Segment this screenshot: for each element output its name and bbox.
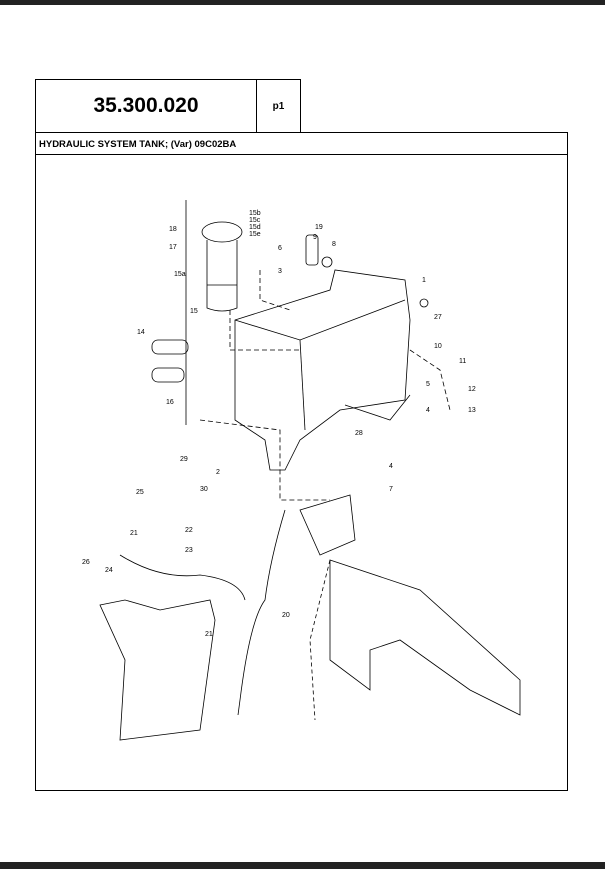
tank-edge: [299, 339, 306, 431]
callout-15d: 15d: [249, 224, 261, 231]
callout-4: 4: [426, 407, 430, 414]
callout-15a: 15a: [174, 271, 186, 278]
callout-11: 11: [459, 358, 466, 365]
hydraulic-tank: [234, 269, 411, 471]
leader-line: [309, 559, 331, 721]
bottom-border: [0, 862, 605, 869]
callout-12: 12: [468, 386, 476, 393]
callout-15c: 15c: [249, 217, 261, 224]
tank-edge: [234, 299, 406, 341]
right-frame: [329, 559, 521, 716]
callout-21b: 21: [205, 631, 213, 638]
hose-23: [119, 554, 246, 601]
callout-7: 7: [389, 486, 393, 493]
callout-29: 29: [180, 456, 188, 463]
leader-line: [259, 270, 291, 311]
hose-14: [151, 339, 189, 355]
callout-13: 13: [468, 407, 476, 414]
callout-5: 5: [426, 381, 430, 388]
callout-30: 30: [200, 486, 208, 493]
callout-2: 2: [216, 469, 220, 476]
top-border: [0, 0, 605, 5]
leader-line: [229, 310, 300, 351]
callout-3: 3: [278, 268, 282, 275]
callout-8: 8: [332, 241, 336, 248]
tank-bracket: [344, 394, 411, 421]
valve-block: [299, 494, 356, 556]
callout-19: 19: [315, 224, 323, 231]
callout-27: 27: [434, 314, 442, 321]
callout-14: 14: [137, 329, 145, 336]
callout-25: 25: [136, 489, 144, 496]
callout-6: 6: [278, 245, 282, 252]
filter-body: [206, 240, 238, 312]
callout-22: 22: [185, 527, 193, 534]
callout-24: 24: [105, 567, 113, 574]
fitting: [419, 298, 429, 308]
left-frame: [99, 599, 216, 741]
callout-16: 16: [166, 399, 174, 406]
diagram-title: HYDRAULIC SYSTEM TANK; (Var) 09C02BA: [35, 132, 568, 155]
callout-15b: 15b: [249, 210, 261, 217]
callout-17: 17: [169, 244, 177, 251]
callout-10: 10: [434, 343, 442, 350]
filter-cap: [201, 221, 243, 243]
callout-15: 15: [190, 308, 198, 315]
parts-diagram: [35, 154, 568, 791]
callout-23: 23: [185, 547, 193, 554]
callout-28: 28: [355, 430, 363, 437]
callout-20: 20: [282, 612, 290, 619]
leader-line: [409, 349, 451, 411]
callout-21: 21: [130, 530, 138, 537]
leader-line: [199, 419, 330, 501]
callout-1: 1: [422, 277, 426, 284]
breather: [305, 234, 319, 266]
callout-26: 26: [82, 559, 90, 566]
callout-15e: 15e: [249, 231, 261, 238]
callout-18: 18: [169, 226, 177, 233]
hose-20: [237, 509, 286, 716]
plug: [321, 256, 333, 268]
callout-9: 9: [313, 234, 317, 241]
callout-4b: 4: [389, 463, 393, 470]
hose-14b: [151, 367, 185, 383]
